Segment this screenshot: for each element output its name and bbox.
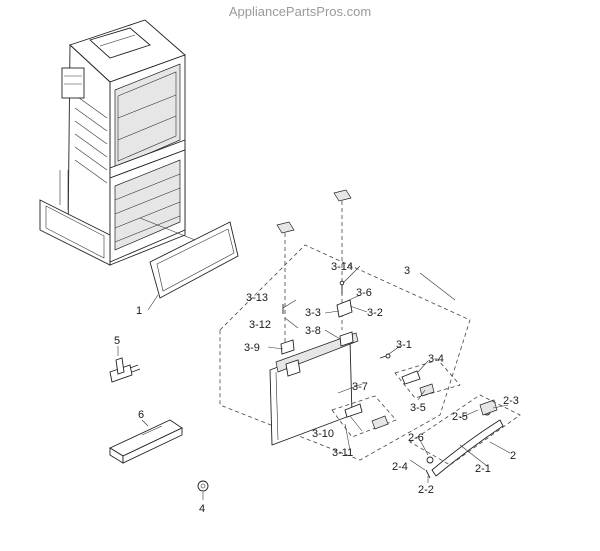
callout-3-1: 3-1 bbox=[396, 339, 412, 351]
callout-3-3: 3-3 bbox=[305, 307, 321, 319]
callout-1: 1 bbox=[136, 305, 142, 317]
callout-2-5: 2-5 bbox=[452, 411, 468, 423]
door-stop-parts bbox=[401, 370, 435, 397]
door-assembly-outline bbox=[219, 244, 471, 461]
callout-4: 4 bbox=[199, 503, 205, 515]
callout-6: 6 bbox=[138, 409, 144, 421]
callout-3-13: 3-13 bbox=[246, 292, 268, 304]
leader-line-1 bbox=[147, 294, 159, 311]
callout-2-3: 2-3 bbox=[503, 395, 519, 407]
door-ring bbox=[197, 480, 209, 492]
bracket bbox=[109, 357, 141, 383]
hinge-screw bbox=[339, 280, 345, 294]
hinge-cover-left bbox=[276, 221, 295, 234]
handle-box bbox=[409, 394, 521, 466]
callout-3: 3 bbox=[404, 265, 410, 277]
door-stop-box bbox=[394, 359, 461, 399]
callout-2-4: 2-4 bbox=[392, 461, 408, 473]
door-handle bbox=[425, 399, 504, 479]
callout-5: 5 bbox=[114, 335, 120, 347]
callout-3-2: 3-2 bbox=[367, 307, 383, 319]
callout-2-2: 2-2 bbox=[418, 484, 434, 496]
callout-3-14: 3-14 bbox=[331, 261, 353, 273]
refrigerator-cabinet bbox=[39, 19, 186, 266]
callout-3-9: 3-9 bbox=[244, 342, 260, 354]
callout-2-1: 2-1 bbox=[475, 463, 491, 475]
leader-lines bbox=[117, 265, 511, 500]
door-panel bbox=[269, 331, 359, 446]
callout-3-5: 3-5 bbox=[410, 402, 426, 414]
door-gasket bbox=[139, 217, 239, 299]
callout-3-12: 3-12 bbox=[249, 319, 271, 331]
callout-2-6: 2-6 bbox=[408, 432, 424, 444]
hinge-bracket bbox=[280, 299, 353, 355]
watermark: AppliancePartsPros.com bbox=[228, 4, 372, 19]
callout-3-6: 3-6 bbox=[356, 287, 372, 299]
callout-3-8: 3-8 bbox=[305, 325, 321, 337]
door-bin bbox=[109, 419, 183, 464]
callout-2: 2 bbox=[510, 450, 516, 462]
hinge-cover-right bbox=[333, 189, 352, 202]
door-closer-parts bbox=[344, 403, 389, 430]
door-stop-screw bbox=[379, 353, 391, 359]
door-closer-box bbox=[331, 395, 397, 438]
callout-3-11: 3-11 bbox=[332, 447, 353, 459]
callout-3-10: 3-10 bbox=[312, 428, 334, 440]
callout-3-7: 3-7 bbox=[352, 381, 368, 393]
callout-3-4: 3-4 bbox=[428, 353, 444, 365]
